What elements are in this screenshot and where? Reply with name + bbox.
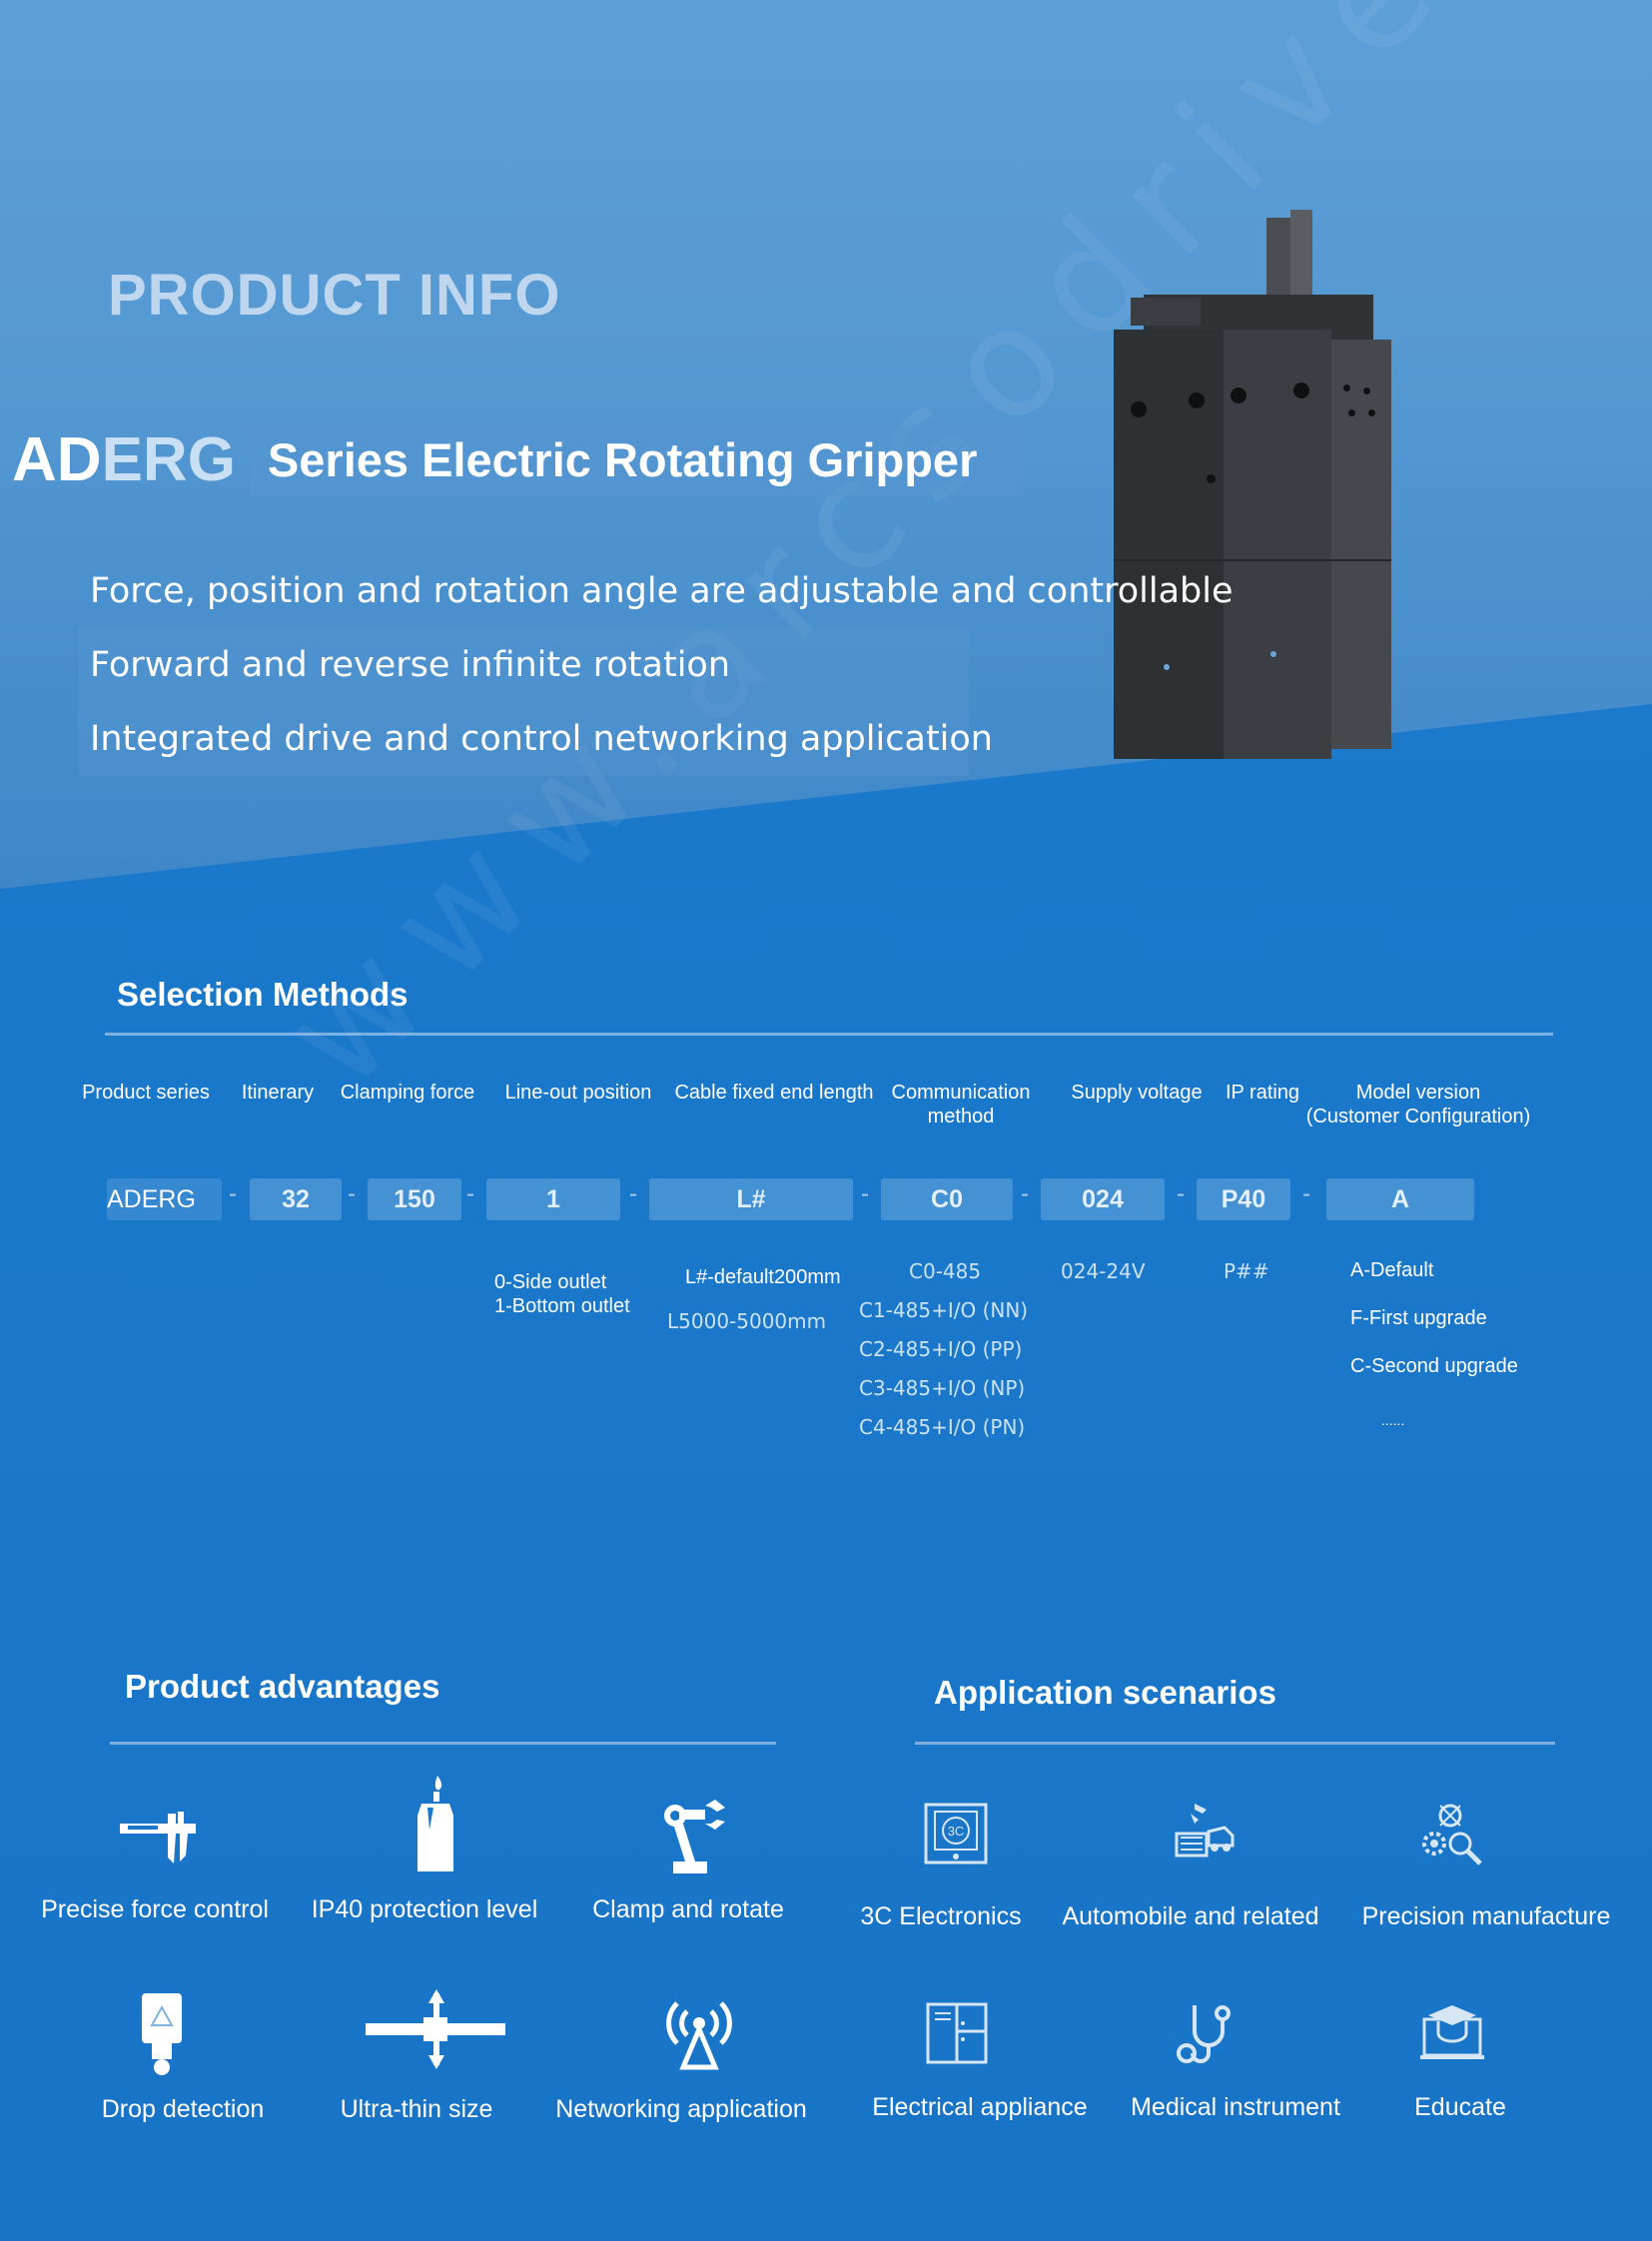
- column-head-supply-voltage: Supply voltage: [1071, 1082, 1203, 1104]
- model-code-line-out: 1: [486, 1178, 620, 1220]
- feature-item: Force, position and rotation angle are a…: [90, 571, 1234, 611]
- column-head-communication: Communication method: [891, 1082, 1031, 1127]
- network-broadcast-icon: [666, 2001, 732, 2070]
- model-code-series: ADERG: [107, 1178, 222, 1220]
- option-version-3: ......: [1381, 1412, 1405, 1428]
- svg-text:3C: 3C: [948, 1824, 965, 1839]
- option-comm-4: C4-485+I/O (PN): [859, 1415, 1026, 1439]
- column-head-cable-length: Cable fixed end length: [674, 1082, 874, 1104]
- automobile-icon: [1175, 1804, 1235, 1858]
- application-educate: Educate: [1414, 2093, 1506, 2121]
- option-voltage-0: 024-24V: [1061, 1259, 1146, 1283]
- application-automobile: Automobile and related: [1062, 1902, 1319, 1930]
- column-head-itinerary: Itinerary: [241, 1082, 315, 1104]
- option-version-1: F-First upgrade: [1350, 1307, 1487, 1329]
- column-head-ip-rating: IP rating: [1225, 1082, 1300, 1104]
- product-advantages-title: Product advantages: [125, 1668, 440, 1705]
- advantage-precise-force: Precise force control: [41, 1895, 269, 1923]
- option-comm-0: C0-485: [909, 1259, 982, 1283]
- column-head-clamping-force: Clamping force: [340, 1082, 475, 1104]
- graduation-icon: [1420, 2005, 1484, 2059]
- option-line-out-1: 1-Bottom outlet: [494, 1295, 630, 1317]
- divider: [110, 1742, 776, 1745]
- feature-list: Force, position and rotation angle are a…: [78, 554, 1234, 776]
- water-drop-icon: [417, 1776, 453, 1871]
- refrigerator-icon: [926, 2002, 988, 2064]
- application-electrical: Electrical appliance: [872, 2093, 1088, 2121]
- model-code-itinerary: 32: [250, 1178, 342, 1220]
- selection-methods-title: Selection Methods: [117, 976, 409, 1013]
- option-cable-0: L#-default200mm: [685, 1266, 841, 1288]
- option-comm-3: C3-485+I/O (NP): [859, 1376, 1026, 1400]
- sensor-warning-icon: [142, 1993, 182, 2075]
- feature-item: Forward and reverse infinite rotation: [78, 628, 969, 702]
- model-code-ip-rating: P40: [1197, 1178, 1290, 1220]
- thin-size-icon: [366, 1989, 505, 2069]
- brand-name: ADERG: [12, 424, 236, 494]
- model-code-cable: L#: [649, 1178, 853, 1220]
- advantage-networking: Networking application: [555, 2095, 807, 2123]
- application-3c: 3C Electronics: [860, 1902, 1022, 1930]
- option-ip-0: P##: [1224, 1259, 1269, 1283]
- model-code-version: A: [1326, 1178, 1474, 1220]
- divider: [915, 1742, 1555, 1745]
- application-precision: Precision manufacture: [1361, 1902, 1611, 1930]
- series-title: Series Electric Rotating Gripper: [249, 423, 1024, 495]
- option-comm-1: C1-485+I/O (NN): [859, 1298, 1029, 1322]
- robot-arm-icon: [664, 1800, 725, 1873]
- option-comm-2: C2-485+I/O (PP): [859, 1337, 1023, 1361]
- caliper-icon: [120, 1812, 196, 1864]
- advantage-clamp-rotate: Clamp and rotate: [592, 1895, 784, 1923]
- product-info-heading: PRODUCT INFO: [108, 263, 561, 328]
- gear-search-icon: [1422, 1804, 1482, 1866]
- model-code-clamping-force: 150: [368, 1178, 461, 1220]
- 3c-monitor-icon: 3C: [924, 1803, 988, 1865]
- option-line-out-0: 0-Side outlet: [494, 1271, 607, 1293]
- option-version-2: C-Second upgrade: [1350, 1355, 1518, 1377]
- model-code-voltage: 024: [1041, 1178, 1165, 1220]
- application-scenarios-title: Application scenarios: [934, 1674, 1276, 1711]
- advantage-ip40: IP40 protection level: [311, 1895, 538, 1923]
- model-code-communication: C0: [881, 1178, 1013, 1220]
- divider: [105, 1033, 1553, 1036]
- advantage-ultra-thin: Ultra-thin size: [340, 2095, 493, 2123]
- feature-item: Integrated drive and control networking …: [78, 702, 993, 776]
- stethoscope-icon: [1177, 2005, 1231, 2063]
- option-cable-1: L5000-5000mm: [667, 1309, 827, 1333]
- option-version-0: A-Default: [1350, 1259, 1434, 1281]
- advantage-drop-detection: Drop detection: [101, 2095, 265, 2123]
- column-head-model-version: Model version (Customer Configuration): [1305, 1082, 1531, 1127]
- column-head-product-series: Product series: [82, 1082, 210, 1104]
- title-row: ADERG Series Electric Rotating Gripper: [12, 419, 1024, 499]
- gripper-product-image: [1109, 210, 1398, 759]
- application-medical: Medical instrument: [1131, 2093, 1340, 2121]
- column-head-line-out: Line-out position: [504, 1082, 652, 1104]
